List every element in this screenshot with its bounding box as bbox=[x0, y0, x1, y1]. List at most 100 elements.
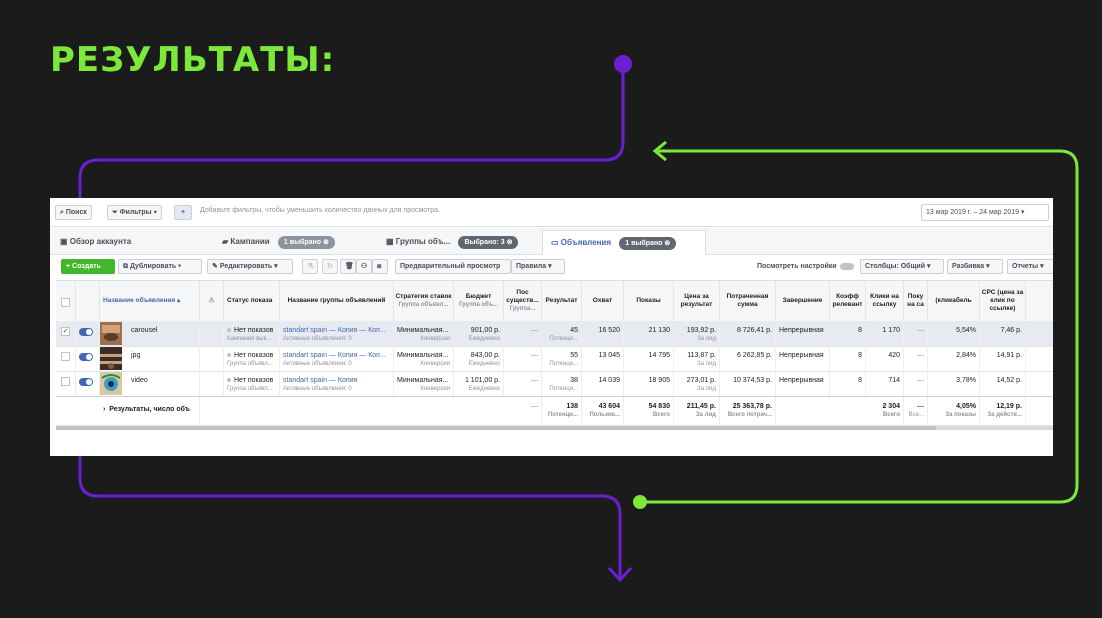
column-header-impressions[interactable]: Показы bbox=[624, 281, 674, 321]
campaigns-selected-pill[interactable]: 1 выбрано ⊗ bbox=[277, 236, 335, 249]
amount-spent: 8 726,41 р. bbox=[720, 321, 776, 346]
column-header-adset-name[interactable]: Название группы объявлений bbox=[280, 281, 394, 321]
column-header-existing[interactable]: Пос существ...Группа... bbox=[504, 281, 542, 321]
ad-name[interactable]: carousel bbox=[128, 321, 200, 346]
tab-account-overview[interactable]: ▣ Обзор аккаунта bbox=[60, 237, 132, 246]
tab-ads[interactable]: ▭ Объявления 1 выбрано ⊗ bbox=[542, 230, 706, 255]
bid-strategy: Минимальная...Конверсии bbox=[394, 371, 454, 396]
create-button[interactable]: + Создать bbox=[61, 259, 115, 274]
ad-toggle[interactable] bbox=[76, 321, 100, 346]
row-checkbox[interactable] bbox=[56, 346, 76, 371]
ctr: 5,54% bbox=[928, 321, 980, 346]
link-clicks: 1 170 bbox=[866, 321, 904, 346]
table-header: Название объявления ▴ ⚠ Статус показа На… bbox=[56, 280, 1053, 322]
ad-name[interactable]: jpg bbox=[128, 346, 200, 371]
reach: 13 045 bbox=[582, 346, 624, 371]
adset-name[interactable]: standart spain — Копия — Коп...Активные … bbox=[280, 321, 394, 346]
chart-icon[interactable]: ⧈ bbox=[372, 259, 388, 274]
ab-test-icon[interactable]: ⚗ bbox=[302, 259, 318, 274]
level-tabs: ▣ Обзор аккаунта ▰ Кампании 1 выбрано ⊗ … bbox=[50, 228, 1053, 255]
row-checkbox[interactable] bbox=[56, 371, 76, 396]
impressions: 14 795 bbox=[624, 346, 674, 371]
column-header-relevance[interactable]: Коэфф релевант bbox=[830, 281, 866, 321]
column-header-results[interactable]: Результат bbox=[542, 281, 582, 321]
pencil-icon: ✎ bbox=[212, 263, 218, 270]
ctr: 2,84% bbox=[928, 346, 980, 371]
grid-icon: ▦ bbox=[386, 237, 394, 246]
column-header-amount-spent[interactable]: Потраченная сумма bbox=[720, 281, 776, 321]
filter-icon: ⏷ bbox=[112, 209, 118, 216]
ad-thumbnail-image bbox=[100, 347, 122, 370]
view-settings-toggle[interactable] bbox=[840, 263, 854, 270]
ends: Непрерывная bbox=[776, 321, 830, 346]
toggle-column-header bbox=[76, 281, 100, 321]
reports-button[interactable]: Отчеты ▾ bbox=[1007, 259, 1053, 274]
tab-ad-sets[interactable]: ▦ Группы объ... Выбрано: 3 ⊗ bbox=[386, 230, 536, 254]
ad-name[interactable]: video bbox=[128, 371, 200, 396]
columns-button[interactable]: Столбцы: Общий ▾ bbox=[860, 259, 944, 274]
column-header-status[interactable]: Статус показа bbox=[224, 281, 280, 321]
select-all-checkbox[interactable] bbox=[56, 281, 76, 321]
cost-per-result: 113,87 р.За лид bbox=[674, 346, 720, 371]
sort-asc-icon: ▴ bbox=[177, 297, 181, 304]
adset-name[interactable]: standart spain — Копия — Коп...Активные … bbox=[280, 346, 394, 371]
cpc: 7,46 р. bbox=[980, 321, 1026, 346]
ad-thumbnail-image bbox=[100, 372, 122, 395]
date-range-picker[interactable]: 13 мар 2019 г. – 24 мар 2019 ▾ bbox=[921, 204, 1049, 221]
edit-button[interactable]: ✎ Редактировать ▾ bbox=[207, 259, 293, 274]
rules-button[interactable]: Правила ▾ bbox=[511, 259, 565, 274]
column-header-cost-per-result[interactable]: Цена за результат bbox=[674, 281, 720, 321]
bid-strategy: Минимальная...Конверсии bbox=[394, 321, 454, 346]
existing: — bbox=[504, 321, 542, 346]
search-button[interactable]: ⌕ Поиск bbox=[55, 205, 92, 220]
people-icon[interactable]: ⚇ bbox=[356, 259, 372, 274]
column-header-purchases[interactable]: Поку на са bbox=[904, 281, 928, 321]
scrollbar-thumb[interactable] bbox=[56, 426, 936, 430]
ad-toggle[interactable] bbox=[76, 346, 100, 371]
totals-label[interactable]: › Результаты, число объ bbox=[100, 397, 200, 425]
folder-icon: ▰ bbox=[222, 237, 229, 246]
column-header-ad-name[interactable]: Название объявления ▴ bbox=[100, 281, 200, 321]
horizontal-scrollbar[interactable] bbox=[56, 426, 1053, 430]
column-header-link-clicks[interactable]: Клики на ссылку bbox=[866, 281, 904, 321]
ad-toggle[interactable] bbox=[76, 371, 100, 396]
refresh-icon[interactable]: ↻ bbox=[322, 259, 338, 274]
breakdown-button[interactable]: Разбивка ▾ bbox=[947, 259, 1003, 274]
duplicate-button[interactable]: ⧉ Дублировать ▾ bbox=[118, 259, 202, 274]
purchases: — bbox=[904, 371, 928, 396]
ends: Непрерывная bbox=[776, 346, 830, 371]
chevron-down-icon: ▾ bbox=[1021, 209, 1025, 216]
amount-spent: 10 374,53 р. bbox=[720, 371, 776, 396]
ad-icon: ▭ bbox=[551, 238, 559, 247]
reach: 16 520 bbox=[582, 321, 624, 346]
column-header-ends[interactable]: Завершение bbox=[776, 281, 830, 321]
trash-icon[interactable]: 🗑 bbox=[340, 259, 356, 274]
filters-button[interactable]: ⏷ Фильтры ▾ bbox=[107, 205, 163, 220]
cost-per-result: 193,92 р.За лид bbox=[674, 321, 720, 346]
preview-button[interactable]: Предварительный просмотр bbox=[395, 259, 511, 274]
actions-toolbar: + Создать ⧉ Дублировать ▾ ✎ Редактироват… bbox=[50, 255, 1053, 279]
add-filter-button[interactable]: + bbox=[174, 205, 192, 220]
chevron-down-icon: ▾ bbox=[153, 209, 158, 216]
relevance: 8 bbox=[830, 371, 866, 396]
column-header-ctr[interactable]: (кликабель bbox=[928, 281, 980, 321]
column-header-cpc[interactable]: CPC (цена за клик по ссылке) bbox=[980, 281, 1026, 321]
cpc: 14,52 р. bbox=[980, 371, 1026, 396]
column-header-reach[interactable]: Охват bbox=[582, 281, 624, 321]
adsets-selected-pill[interactable]: Выбрано: 3 ⊗ bbox=[458, 236, 519, 249]
row-checkbox[interactable]: ✓ bbox=[56, 321, 76, 346]
ads-selected-pill[interactable]: 1 выбрано ⊗ bbox=[619, 237, 677, 250]
cost-per-result: 273,01 р.За лид bbox=[674, 371, 720, 396]
tab-campaigns[interactable]: ▰ Кампании 1 выбрано ⊗ bbox=[222, 230, 374, 254]
reach: 14 039 bbox=[582, 371, 624, 396]
